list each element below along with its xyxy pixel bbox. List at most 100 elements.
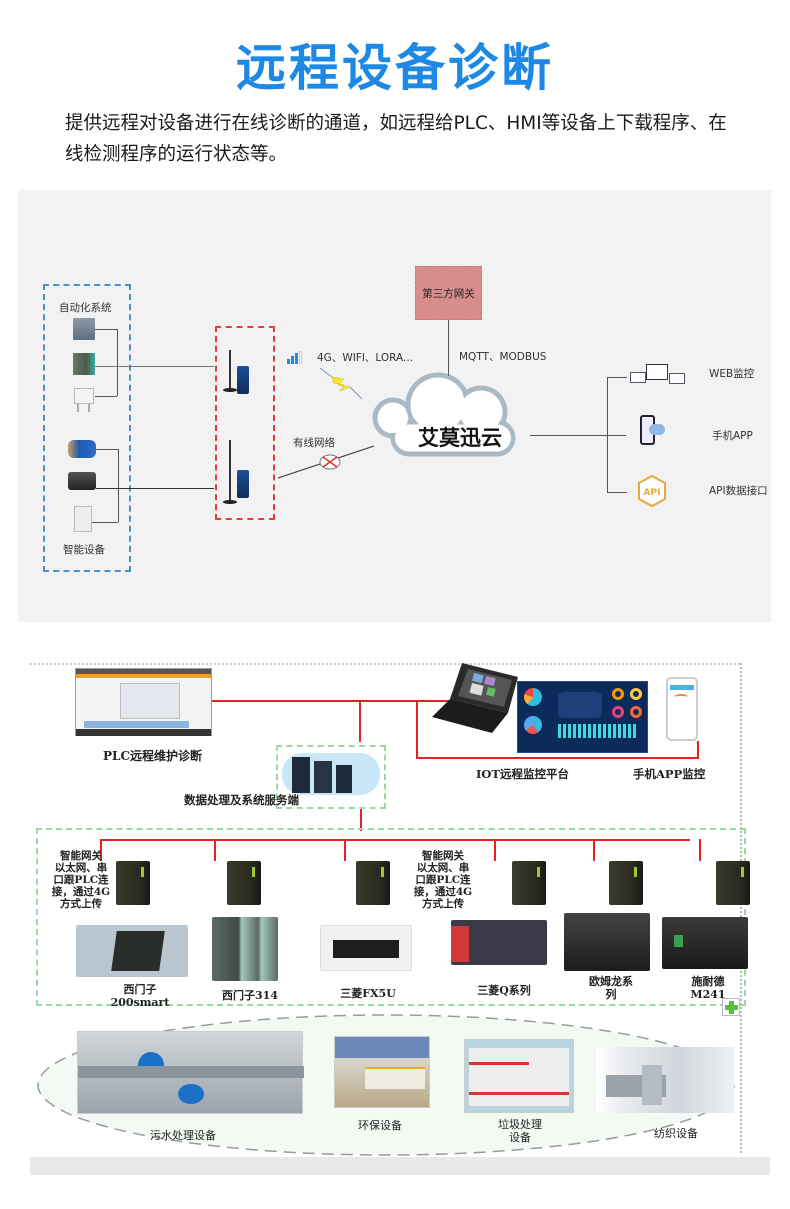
- device-group-box: [43, 284, 131, 572]
- add-icon[interactable]: [722, 998, 740, 1016]
- output-label-api: API数据接口: [709, 485, 768, 497]
- gateway-note-left: 智能网关 以太网、串 口跟PLC连 接，通过4G 方式上传: [51, 850, 111, 910]
- plc-omron: [564, 913, 650, 971]
- server-box: [276, 745, 386, 809]
- panel-footer-strip: [30, 1157, 770, 1175]
- network-line: [212, 700, 464, 702]
- third-party-gateway-box: 第三方网关: [415, 266, 482, 320]
- plc-label: 欧姆龙系 列: [589, 975, 633, 1001]
- 4g-dtu-icon: [237, 470, 249, 498]
- smartphone-icon: [666, 677, 698, 741]
- plc-remote-diagnosis-label: PLC远程维护诊断: [103, 749, 203, 763]
- connector-line: [95, 329, 117, 330]
- pump-icon: [68, 440, 96, 458]
- lightning-icon: [319, 367, 363, 400]
- plc-label: 三菱Q系列: [477, 984, 531, 997]
- connector-line: [607, 492, 627, 493]
- plc-cpu-icon: [73, 353, 95, 375]
- connector-line: [118, 449, 119, 522]
- third-party-gateway-label: 第三方网关: [422, 287, 475, 300]
- equipment-label: 纺织设备: [654, 1127, 698, 1140]
- equipment-label: 环保设备: [358, 1119, 402, 1132]
- gateway-note-middle: 智能网关 以太网、串 口跟PLC连 接，通过4G 方式上传: [413, 850, 473, 910]
- plc-label: 西门子 200smart: [110, 983, 170, 1009]
- protocol-label: MQTT、MODBUS: [459, 351, 547, 363]
- network-drop: [699, 839, 701, 861]
- inverter-icon: [74, 506, 92, 532]
- plc-label: 西门子314: [222, 989, 278, 1002]
- network-drop: [100, 839, 102, 861]
- network-line: [416, 700, 418, 758]
- iot-dashboard-screenshot: [517, 681, 648, 753]
- plc-label: 施耐德 M241: [690, 975, 726, 1001]
- antenna-base: [223, 500, 237, 504]
- environmental-equipment-image: [334, 1036, 430, 1108]
- equipment-label: 垃圾处理 设备: [498, 1118, 542, 1144]
- plc-mitsubishi-fx5u: [320, 925, 412, 971]
- app-cloud-icon: [649, 424, 665, 435]
- connector-line: [607, 377, 627, 378]
- iot-platform-label: IOT远程监控平台: [476, 767, 569, 781]
- smart-gateway-device: [116, 861, 150, 905]
- plc-label: 三菱FX5U: [340, 987, 396, 1000]
- wastewater-equipment-image: [77, 1031, 304, 1114]
- frame-border: [30, 663, 740, 665]
- 4g-dtu-icon: [237, 366, 249, 394]
- cloud-platform-label: 艾莫迅云: [418, 426, 502, 450]
- output-label-web: WEB监控: [709, 368, 755, 380]
- antenna-base: [223, 388, 237, 392]
- plc-siemens-314: [212, 917, 278, 981]
- network-line: [359, 700, 361, 742]
- connector-line: [448, 320, 449, 376]
- smart-devices-label: 智能设备: [63, 544, 105, 556]
- plc-software-screenshot: [75, 668, 212, 736]
- connector-line: [96, 449, 118, 450]
- plc-siemens-200smart: [76, 925, 188, 977]
- laptop-icon: [432, 663, 518, 733]
- antenna-icon: [229, 350, 231, 390]
- plc-module-icon: [73, 318, 95, 340]
- network-bus: [100, 839, 690, 841]
- smart-gateway-device: [716, 861, 750, 905]
- cloud-icon: [372, 372, 516, 457]
- intro-text: 提供远程对设备进行在线诊断的通道，如远程给PLC、HMI等设备上下载程序、在线检…: [65, 113, 727, 165]
- network-drop: [344, 839, 346, 861]
- output-label-app: 手机APP: [712, 430, 753, 442]
- wireless-protocols-label: 4G、WIFI、LORA...: [317, 352, 414, 364]
- connector-line: [96, 488, 214, 489]
- connector-line: [92, 522, 118, 523]
- sensor-leg: [88, 404, 90, 412]
- network-line: [416, 757, 699, 759]
- connector-line: [607, 377, 608, 492]
- sensor-leg: [77, 404, 79, 412]
- smart-gateway-device: [227, 861, 261, 905]
- smart-gateway-device: [609, 861, 643, 905]
- cnc-machine-icon: [68, 472, 96, 490]
- gateway-group-box: [215, 326, 275, 520]
- wired-link: [277, 445, 375, 479]
- textile-equipment-image: [596, 1047, 734, 1113]
- mobile-app-monitor-label: 手机APP监控: [633, 767, 706, 781]
- smart-gateway-device: [356, 861, 390, 905]
- connector-line: [117, 329, 118, 396]
- waste-processing-equipment-image: [464, 1039, 574, 1113]
- plc-schneider-m241: [662, 917, 748, 969]
- page-title: 远程设备诊断: [236, 39, 554, 97]
- connector-line: [530, 435, 626, 436]
- automation-system-label: 自动化系统: [59, 302, 112, 314]
- server-label: 数据处理及系统服务端: [184, 793, 299, 807]
- connector-line: [95, 396, 117, 397]
- architecture-diagram: 自动化系统 智能设备 4G、WIFI、LORA... 有线网络: [18, 190, 771, 622]
- network-drop: [214, 839, 216, 861]
- network-line: [360, 809, 362, 831]
- remote-diagnosis-topology: PLC远程维护诊断 IOT远程监控平台 手机APP监控 数: [30, 655, 770, 1175]
- network-line: [697, 741, 699, 759]
- network-drop: [494, 839, 496, 861]
- sensor-icon: [74, 388, 94, 404]
- connector-line: [95, 366, 214, 367]
- plc-mitsubishi-q: [451, 920, 547, 965]
- equipment-label: 污水处理设备: [150, 1129, 216, 1142]
- frame-border: [740, 663, 742, 1153]
- api-icon: API: [638, 474, 666, 508]
- network-drop: [593, 839, 595, 861]
